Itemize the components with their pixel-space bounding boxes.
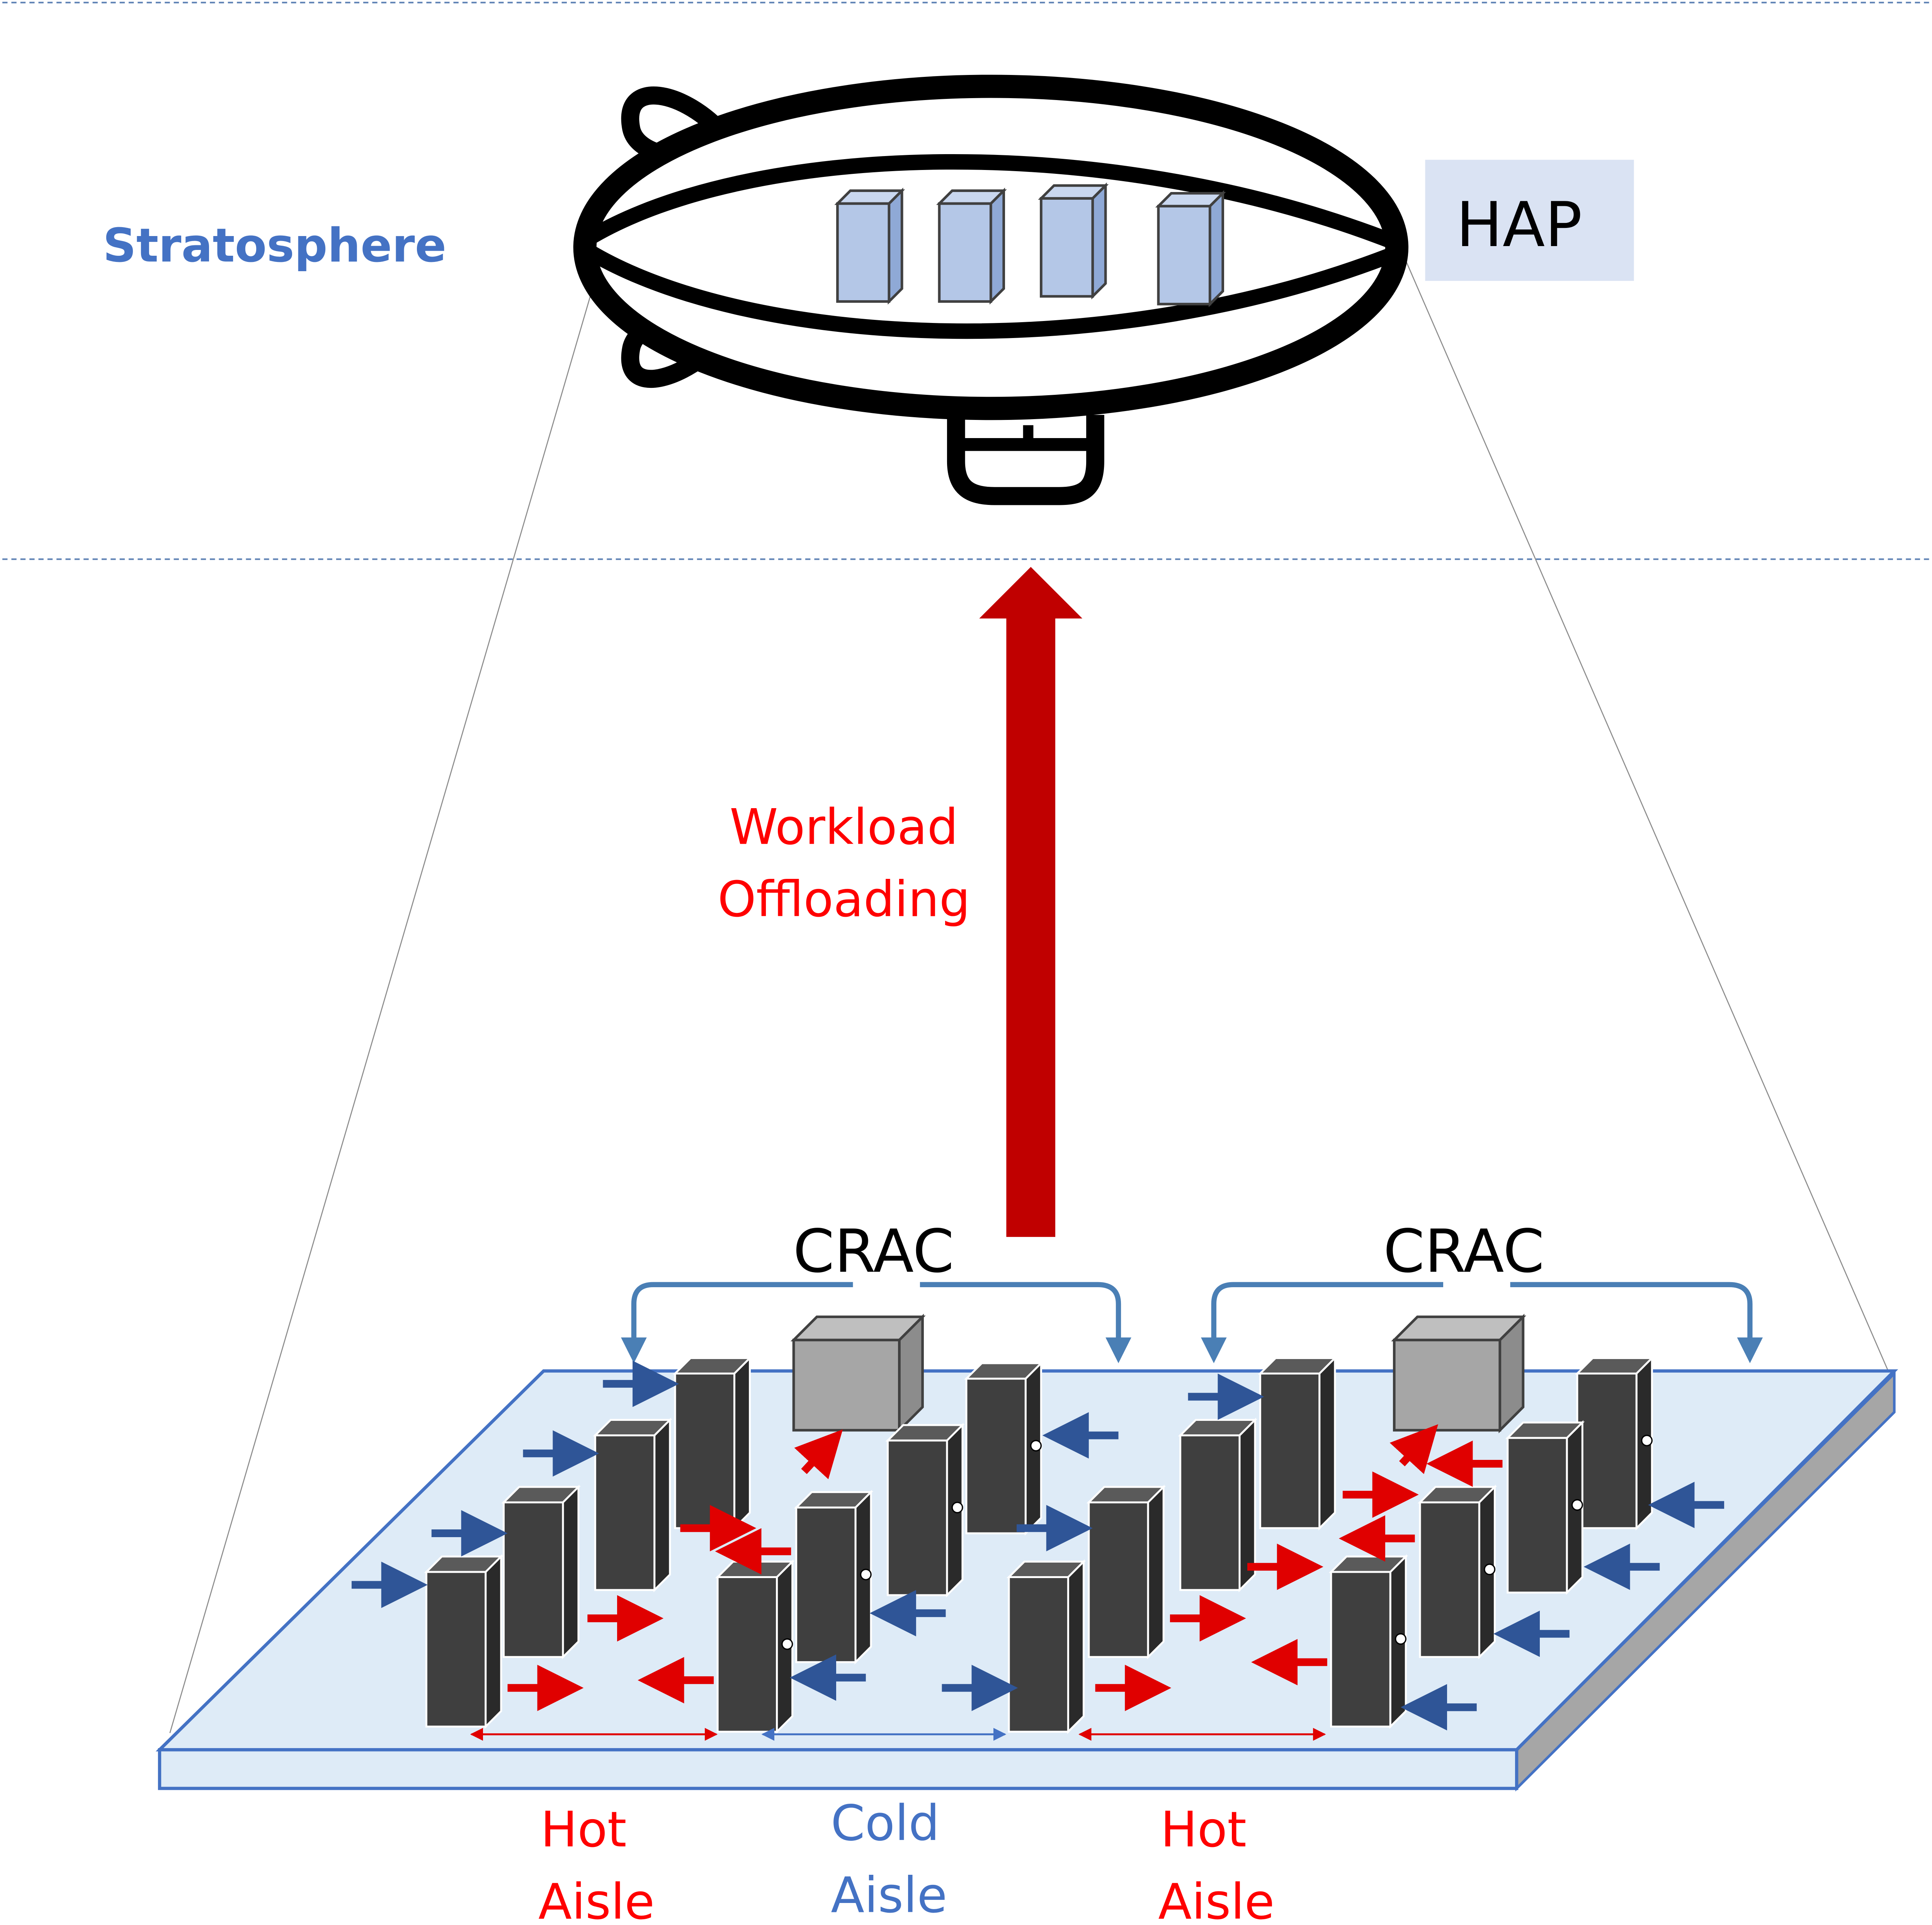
airship-icon — [573, 75, 1408, 505]
hot-aisle-right-label-line2: Aisle — [1158, 1873, 1274, 1925]
server-rack-icon — [1331, 1556, 1406, 1726]
hot-aisle-left-label-line2: Aisle — [538, 1873, 655, 1925]
server-rack-icon — [1420, 1487, 1495, 1657]
crac-pipe-left — [621, 1282, 1131, 1363]
cold-aisle-label-line1: Cold — [831, 1794, 940, 1852]
server-pod-1 — [837, 191, 902, 302]
server-rack-icon — [675, 1358, 750, 1528]
server-rack-icon — [1508, 1422, 1582, 1592]
crac-pipe-right — [1201, 1282, 1763, 1363]
workload-offloading-label-line2: Offloading — [718, 870, 970, 928]
projection-line-left — [169, 270, 599, 1733]
projection-line-right — [1404, 257, 1891, 1376]
server-rack-icon — [796, 1492, 871, 1662]
server-rack-icon — [426, 1556, 501, 1726]
hot-airflow-arrows — [507, 1424, 1503, 1711]
cold-airflow-arrows — [351, 1361, 1725, 1731]
server-rack-icon — [1180, 1420, 1255, 1590]
server-rack-icon — [1260, 1358, 1335, 1528]
crac-label-right: CRAC — [1383, 1217, 1544, 1286]
stratosphere-label: Stratosphere — [103, 219, 446, 273]
hap-label: HAP — [1456, 189, 1582, 261]
hot-aisle-right-label-line1: Hot — [1160, 1801, 1247, 1858]
server-rack-icon — [718, 1561, 792, 1731]
server-rack-icon — [1009, 1561, 1083, 1731]
server-pod-2 — [939, 191, 1004, 302]
workload-offloading-arrow — [979, 567, 1083, 1237]
server-rack-icon — [1577, 1358, 1652, 1528]
workload-offloading-label-line1: Workload — [730, 799, 958, 856]
crac-unit-icon — [1394, 1317, 1523, 1431]
hot-aisle-left-label-line1: Hot — [541, 1801, 627, 1858]
hap-label-box — [1425, 160, 1634, 281]
server-rack-icon — [888, 1425, 962, 1595]
crac-label-left: CRAC — [793, 1217, 954, 1286]
server-pod-3 — [1041, 185, 1105, 296]
server-rack-icon — [504, 1487, 578, 1657]
crac-unit-icon — [794, 1317, 923, 1431]
server-rack-icon — [595, 1420, 670, 1590]
server-rack-icon — [966, 1363, 1041, 1533]
server-pod-4 — [1158, 193, 1223, 304]
cold-aisle-label-line2: Aisle — [831, 1867, 947, 1924]
server-rack-icon — [1089, 1487, 1163, 1657]
